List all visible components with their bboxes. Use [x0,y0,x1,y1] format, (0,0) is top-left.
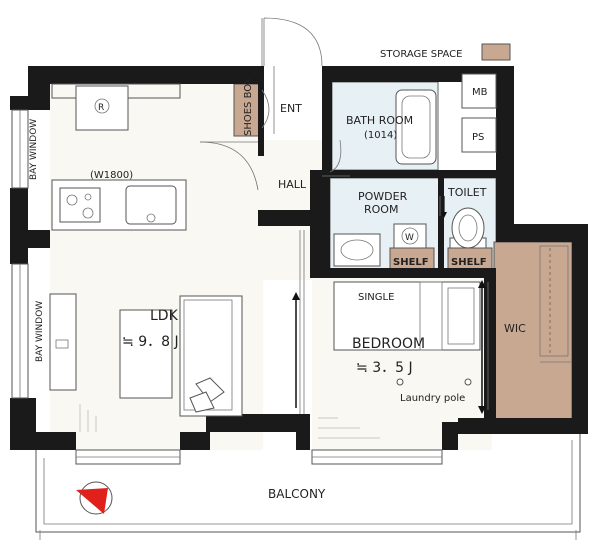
ps-box [461,117,497,153]
mb-box [461,73,497,109]
toilet-label: TOILET [447,186,487,199]
balcony-label: BALCONY [268,487,326,501]
washer-symbol: W [405,233,414,243]
refrigerator [75,85,129,131]
hall-label: HALL [278,178,307,191]
ldk-size-label: ≒ 9．8 J [122,334,179,350]
shoes-box-label: SHOES BOX [243,78,254,136]
single-bed [333,281,481,351]
sliding-door-arrows [292,196,486,414]
ps-label: PS [472,132,484,143]
fridge-symbol: R [98,103,104,113]
bath-tub [395,89,437,165]
bath-size-label: (1014) [364,130,397,141]
shelf-label-1: SHELF [393,257,429,268]
powder-room-label-2: ROOM [364,203,398,216]
walls [10,66,588,450]
shoes-box-storage [233,83,261,137]
toilet-bowl [451,207,485,249]
bedroom-size-label: ≒ 3．5 J [356,360,413,376]
wic-label: WIC [504,322,526,335]
powder-room-label-1: POWDER [358,190,408,203]
storage-legend-swatch [481,43,511,61]
bay-window-top-label: BAY WINDOW [29,119,39,180]
compass [76,481,113,515]
laundry-pole-hook-2 [464,378,472,386]
doors [199,17,489,414]
single-bed-label: SINGLE [358,292,394,303]
bath-room-label: BATH ROOM [346,114,413,127]
washbasin [333,233,381,267]
floor-hatching [79,404,380,439]
balcony-outline [35,434,581,533]
kitchen-width-label: (W1800) [90,170,133,181]
ldk-label: LDK [150,308,179,324]
bay-window-left-label: BAY WINDOW [35,301,45,362]
laundry-pole-label: Laundry pole [400,393,465,404]
storage-legend-label: STORAGE SPACE [380,49,463,60]
kitchen-counter [51,179,187,231]
bedroom-label: BEDROOM [352,336,425,352]
shelf-label-2: SHELF [451,257,487,268]
ent-label: ENT [280,102,302,115]
mb-label: MB [472,87,488,98]
laundry-pole-hook-1 [396,378,404,386]
tv-stand [49,293,77,391]
dining-table [119,309,173,399]
